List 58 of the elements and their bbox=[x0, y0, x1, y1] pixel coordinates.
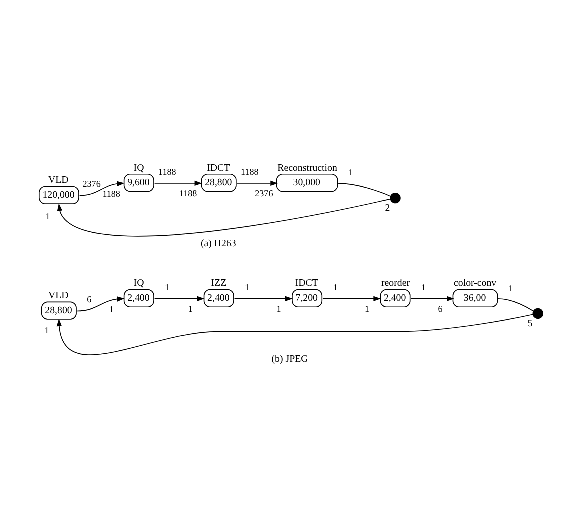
label: 1 bbox=[245, 282, 250, 293]
node-label: Reconstruction bbox=[278, 162, 338, 174]
node-label: VLD bbox=[48, 290, 69, 302]
arrow bbox=[410, 296, 454, 302]
label: 1 bbox=[165, 282, 170, 293]
node-box: 120,000 bbox=[39, 186, 80, 204]
arrow bbox=[56, 314, 534, 356]
label: (b) JPEG bbox=[272, 354, 308, 366]
node-box: 28,800 bbox=[201, 174, 237, 192]
label: 1 bbox=[46, 211, 50, 222]
connector bbox=[337, 183, 392, 197]
label: 6 bbox=[87, 294, 92, 304]
arrow bbox=[154, 180, 202, 186]
node-box: 28,800 bbox=[41, 302, 77, 320]
node-label: 2 bbox=[385, 203, 390, 214]
node-label: IDCT bbox=[295, 278, 318, 290]
node-label: IDCT bbox=[207, 162, 230, 174]
node-box: 2,400 bbox=[380, 289, 411, 308]
label: 1 bbox=[508, 283, 514, 294]
arrow bbox=[76, 296, 125, 312]
node-label: IQ bbox=[134, 278, 144, 290]
node-box: 7,200 bbox=[292, 289, 323, 308]
label: 1 bbox=[348, 168, 354, 178]
label: 1 bbox=[188, 304, 194, 314]
label: 1 bbox=[44, 326, 50, 336]
node-label: reorder bbox=[382, 278, 410, 290]
node-box: 2,400 bbox=[124, 289, 154, 308]
label: (a) H263 bbox=[201, 238, 236, 250]
label: 2376 bbox=[82, 178, 101, 189]
node-box: 30,000 bbox=[276, 174, 338, 192]
node-label: IZZ bbox=[211, 278, 227, 290]
node-circle bbox=[532, 308, 544, 320]
label: 1 bbox=[109, 304, 114, 315]
arrow bbox=[322, 296, 382, 302]
node-box: 9,600 bbox=[124, 174, 154, 192]
node-label: 5 bbox=[528, 318, 533, 330]
label: 1 bbox=[276, 304, 282, 314]
arrow bbox=[236, 180, 278, 186]
node-box: 2,400 bbox=[204, 289, 234, 308]
arrow bbox=[57, 198, 391, 237]
node-box: 36,00 bbox=[452, 289, 498, 308]
node-label: color-conv bbox=[454, 278, 497, 290]
label: 1188 bbox=[179, 188, 198, 198]
label: 1188 bbox=[158, 167, 176, 178]
node-circle bbox=[390, 192, 401, 204]
label: 2376 bbox=[255, 188, 274, 198]
label: 1 bbox=[422, 282, 426, 293]
arrow bbox=[79, 181, 125, 196]
label: 1 bbox=[364, 304, 370, 314]
label: 6 bbox=[438, 304, 443, 314]
label: 1188 bbox=[240, 167, 259, 178]
arrow bbox=[234, 296, 293, 302]
label: 1188 bbox=[102, 189, 120, 200]
connector bbox=[497, 298, 534, 312]
label: 1 bbox=[333, 282, 338, 293]
arrow bbox=[154, 296, 205, 302]
node-label: IQ bbox=[134, 162, 144, 174]
node-label: VLD bbox=[48, 175, 69, 186]
